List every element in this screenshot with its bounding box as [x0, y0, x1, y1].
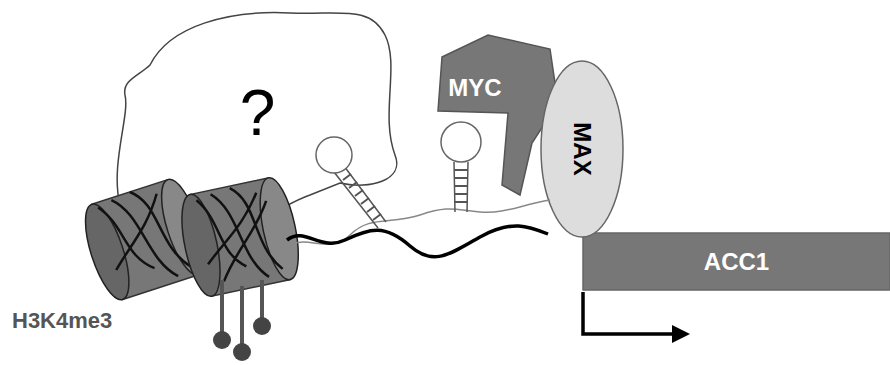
rna-hairpin — [316, 137, 386, 228]
nucleosome — [175, 175, 306, 300]
rna-hairpin — [441, 122, 481, 212]
myc-protein: MYC — [430, 35, 560, 200]
node-label: MYC — [448, 74, 501, 102]
node-label: MAX — [568, 122, 596, 175]
tss-arrow — [583, 292, 690, 343]
rna-strand — [290, 200, 550, 245]
node-label: ACC1 — [704, 248, 769, 276]
dna-strand — [287, 226, 548, 257]
methyl-mark — [213, 317, 271, 361]
histone-mark-label: H3K4me3 — [12, 308, 112, 334]
myc-protein-outline — [430, 35, 560, 200]
max-protein: MAX — [540, 60, 624, 238]
node-label: ? — [240, 76, 276, 150]
acc1-gene: ACC1 — [583, 233, 890, 290]
